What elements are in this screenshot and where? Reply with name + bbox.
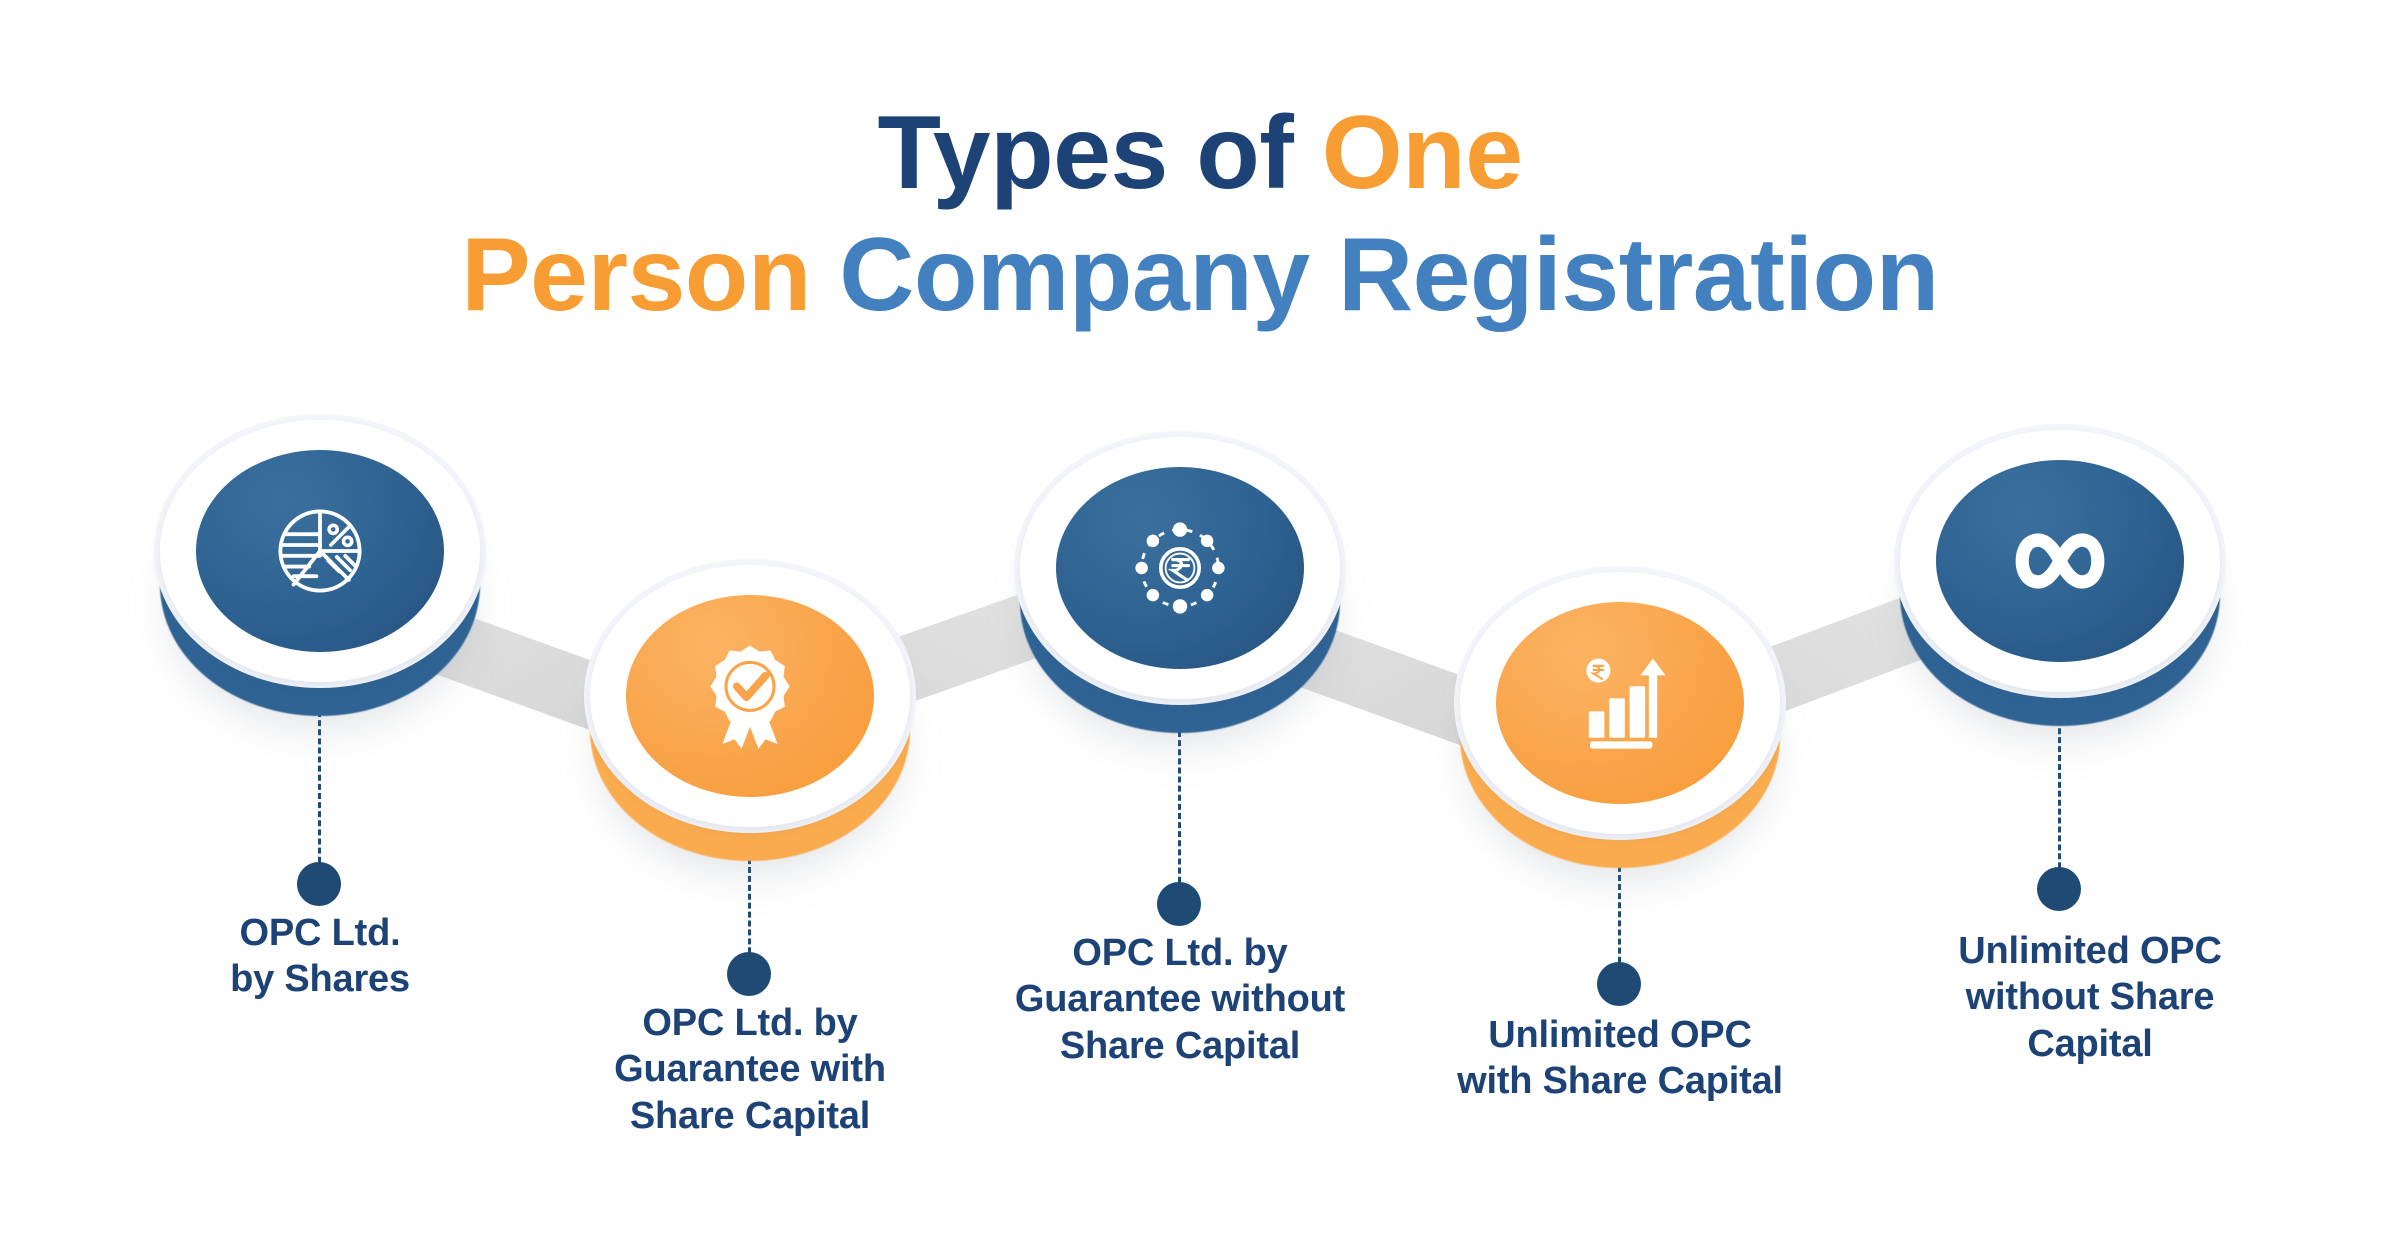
stem-line-1 — [318, 620, 321, 890]
step-label-3: OPC Ltd. by Guarantee without Share Capi… — [1014, 932, 1346, 1067]
rupee-coin-network-icon — [1135, 522, 1225, 614]
step-disc-5[interactable] — [1894, 424, 2226, 750]
end-dot-1 — [297, 862, 341, 906]
title-line-2: Person Company Registration — [0, 222, 2400, 328]
step-disc-2[interactable] — [584, 559, 916, 885]
end-dot-5 — [2037, 867, 2081, 911]
disc-inner-circle — [1936, 460, 2184, 662]
infinity-icon — [2015, 533, 2105, 589]
title-company-registration: Company Registration — [839, 217, 1939, 334]
step-label-5: Unlimited OPC without Share Capital — [1958, 930, 2222, 1065]
title-types-of: Types of — [877, 95, 1322, 211]
step-label-4: Unlimited OPC with Share Capital — [1457, 1014, 1783, 1103]
end-dot-4 — [1597, 962, 1641, 1006]
title-person: Person — [461, 217, 840, 334]
stem-line-4 — [1618, 775, 1621, 990]
title-one: One — [1321, 95, 1523, 211]
end-dot-2 — [727, 952, 771, 996]
page-title: Types of One Person Company Registration — [0, 100, 2400, 328]
step-label-2: OPC Ltd. by Guarantee with Share Capital — [614, 1002, 886, 1137]
pie-chart-percent-icon — [278, 509, 362, 593]
award-badge-check-icon — [710, 645, 790, 749]
step-disc-4[interactable] — [1454, 566, 1786, 892]
stem-line-3 — [1178, 640, 1181, 910]
step-label-1: OPC Ltd. by Shares — [230, 912, 410, 1001]
disc-inner-circle — [196, 450, 444, 652]
stem-line-2 — [748, 760, 751, 980]
stem-line-5 — [2058, 630, 2061, 895]
disc-inner-circle — [1056, 467, 1304, 669]
step-disc-3[interactable] — [1014, 431, 1346, 757]
step-disc-1[interactable] — [154, 414, 486, 740]
end-dot-3 — [1157, 882, 1201, 926]
disc-inner-circle — [1496, 602, 1744, 804]
rupee-growth-bar-chart-icon — [1586, 658, 1666, 749]
title-line-1: Types of One — [0, 100, 2400, 206]
disc-inner-circle — [626, 595, 874, 797]
